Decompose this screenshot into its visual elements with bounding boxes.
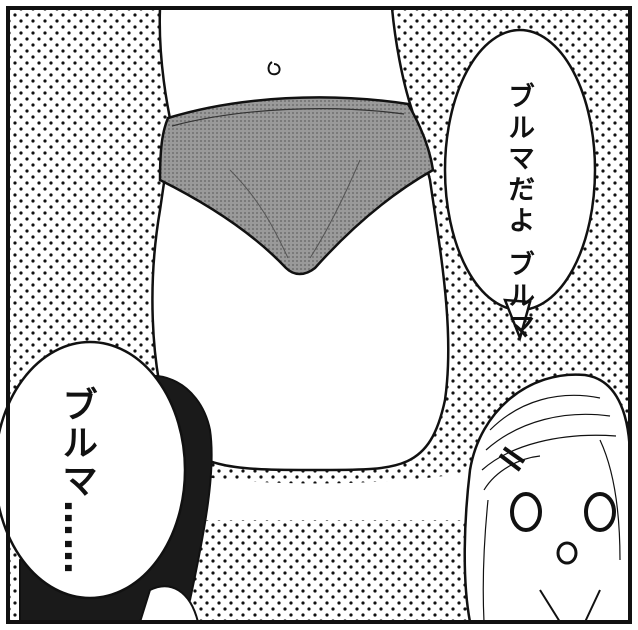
girl-character: [463, 373, 632, 624]
bubble-right: [443, 28, 597, 342]
bubble-right-text: ブルマだよ ブルマ: [503, 82, 534, 344]
panel-border: [6, 6, 632, 624]
bubble-left: [0, 340, 187, 600]
bubble-left-text: ブルマ……: [56, 386, 97, 576]
white-band: [160, 455, 560, 520]
navel: [267, 61, 281, 76]
shorts: [158, 96, 435, 276]
